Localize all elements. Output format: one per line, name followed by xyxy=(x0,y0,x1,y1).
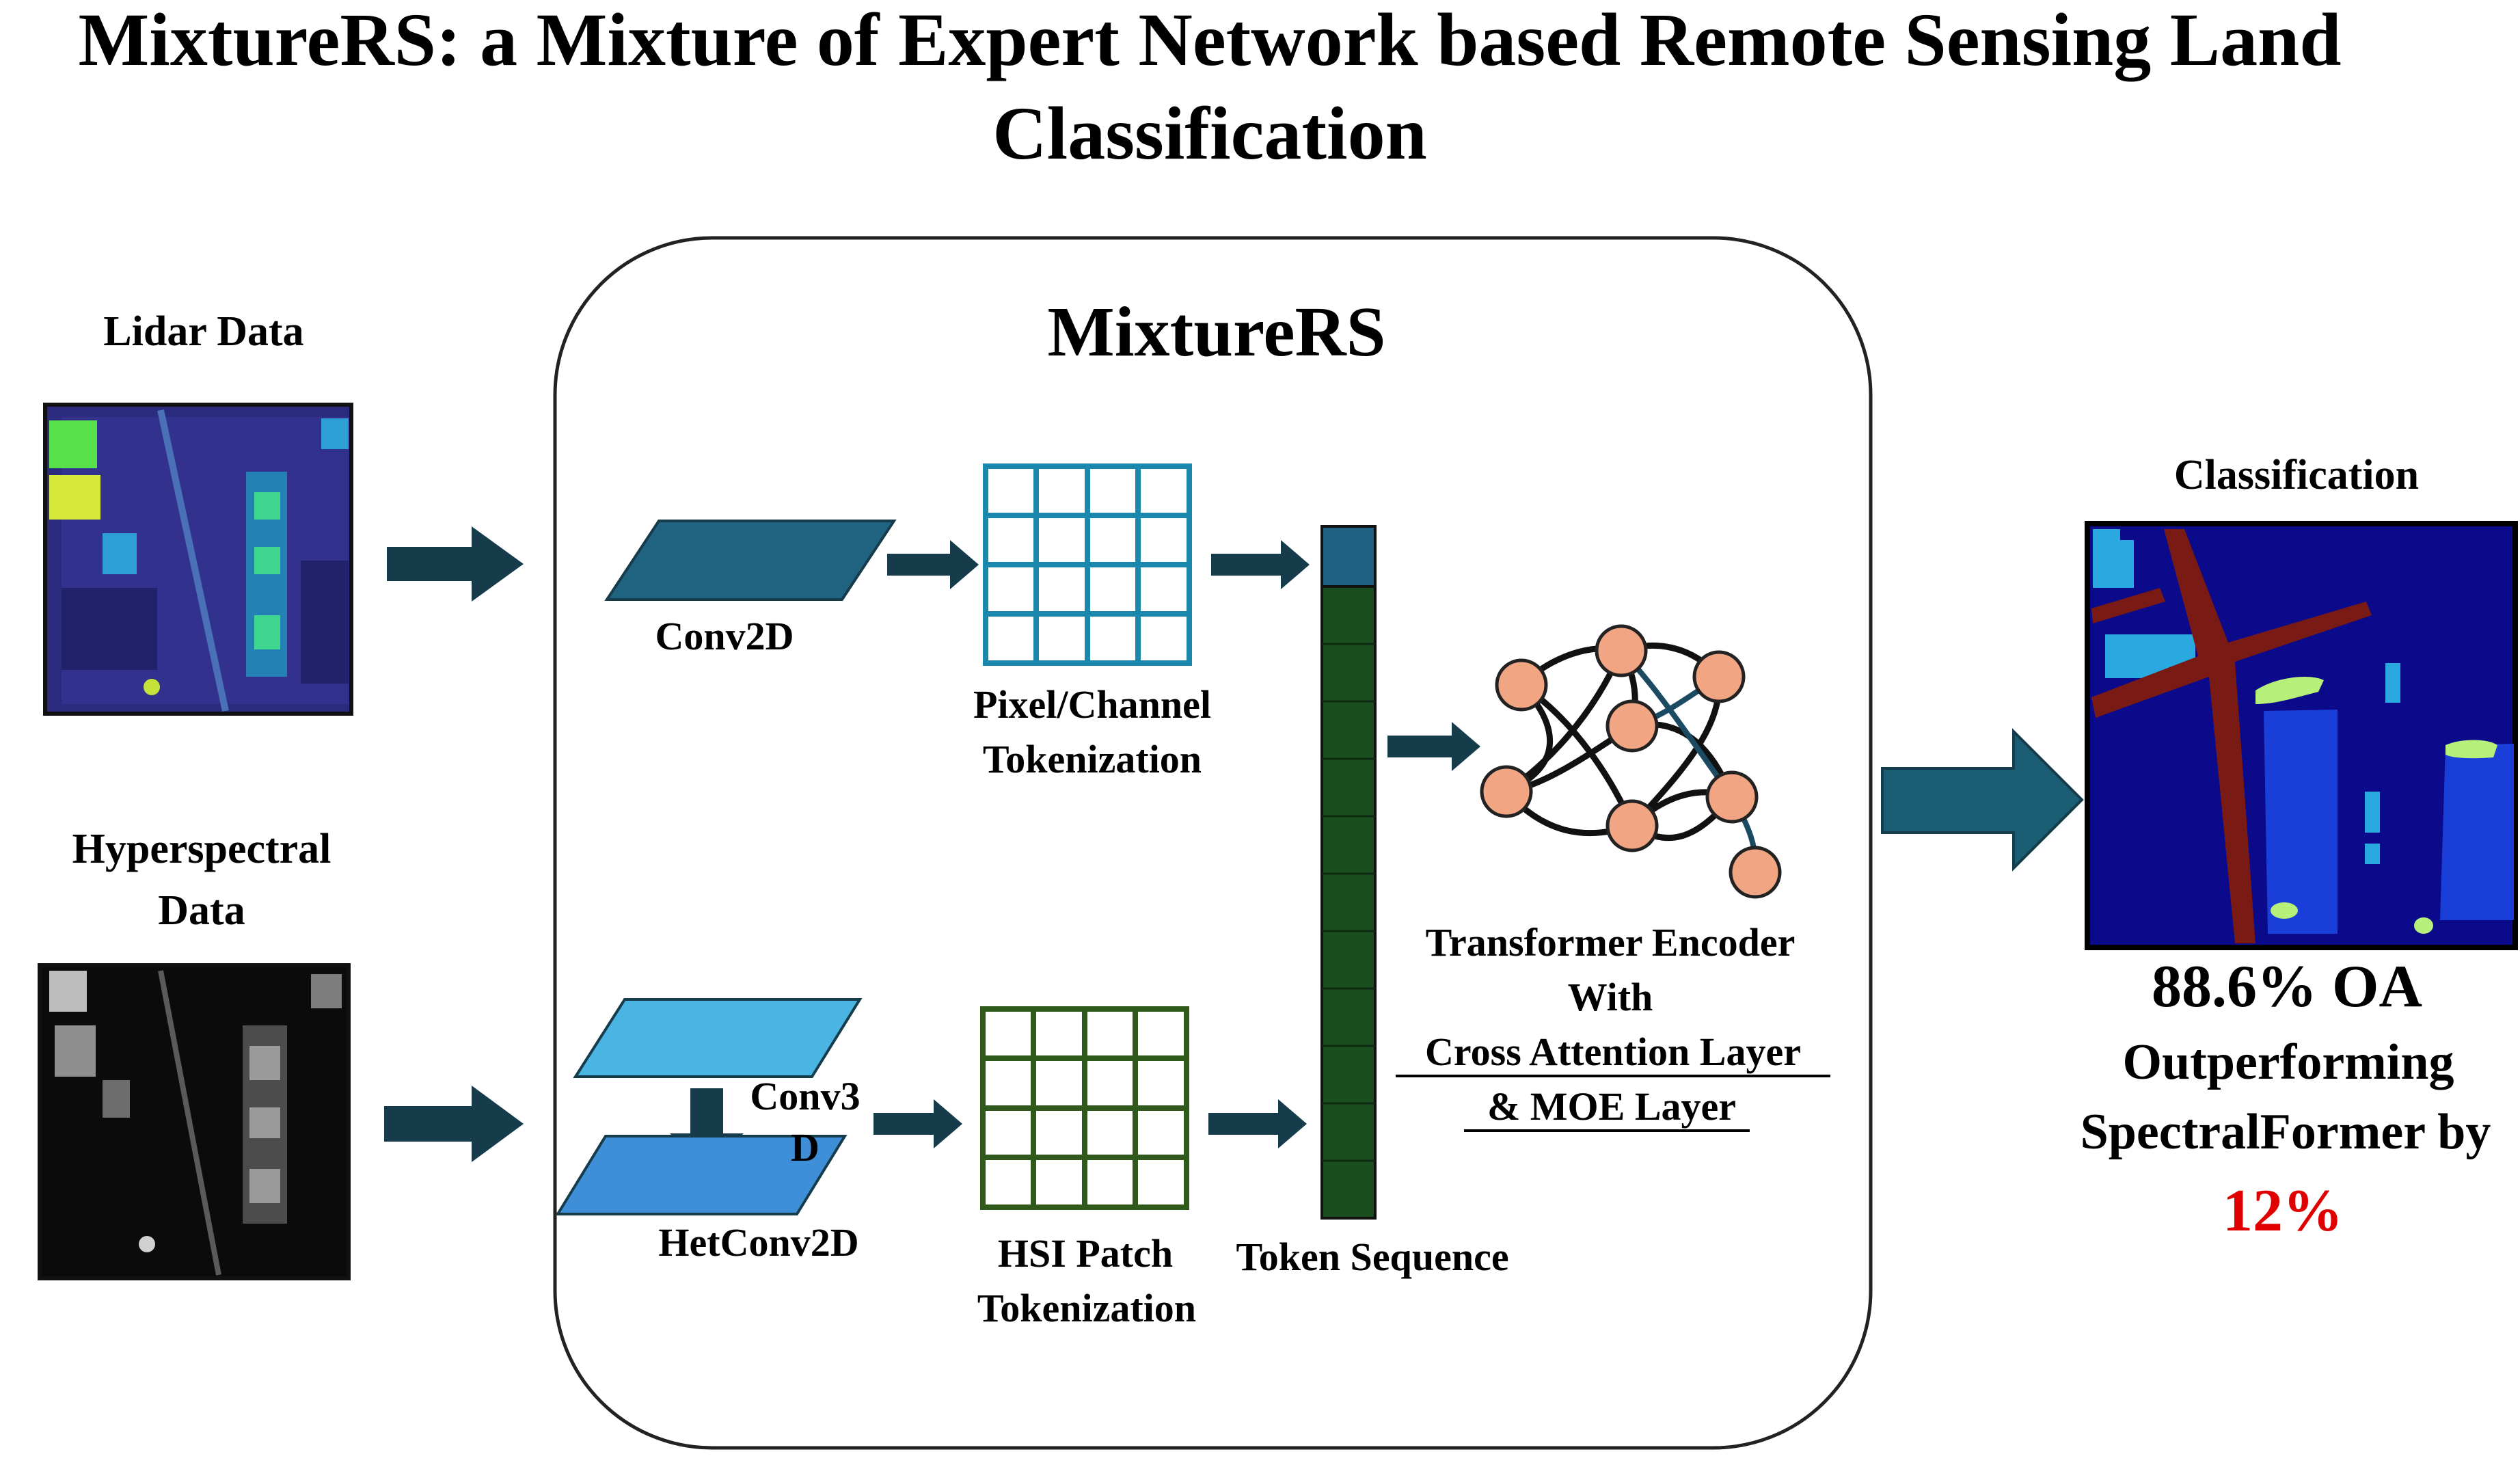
conv3d-block xyxy=(573,998,863,1078)
hetconv-block xyxy=(555,1135,848,1215)
hetconv-label: HetConv2D xyxy=(658,1220,858,1265)
outperform-line-2: SpectralFormer by xyxy=(2081,1104,2491,1160)
encoder-arrow xyxy=(1387,722,1480,771)
model-title: MixtureRS xyxy=(1048,293,1386,371)
lidar-arrow xyxy=(387,526,524,602)
encoder-label-line-4: & MOE Layer xyxy=(1487,1084,1736,1129)
hsi-token-label-line-1: HSI Patch xyxy=(998,1231,1173,1276)
hsi-arrow xyxy=(384,1086,524,1162)
conv2d-block xyxy=(604,520,897,601)
lidar-image xyxy=(43,403,353,716)
mixturers-container xyxy=(553,236,1873,1450)
title-line-2: Classification xyxy=(992,92,1427,175)
hsi-image xyxy=(38,963,351,1280)
token-sequence-bar xyxy=(1320,525,1377,1220)
hsi-token-label-line-2: Tokenization xyxy=(977,1286,1196,1330)
lidar-label: Lidar Data xyxy=(103,308,303,355)
pixel-token-label-line-1: Pixel/Channel xyxy=(973,682,1211,727)
improvement-value: 12% xyxy=(2223,1178,2343,1244)
conv3d-label-line-2: D xyxy=(791,1125,819,1170)
pixel-token-grid xyxy=(983,463,1192,666)
hsi-label-line-2: Data xyxy=(158,887,245,934)
encoder-label-line-1: Transformer Encoder xyxy=(1426,920,1796,965)
encoder-label-line-2: With xyxy=(1568,975,1653,1019)
token-sequence-label: Token Sequence xyxy=(1236,1235,1508,1279)
classification-label: Classification xyxy=(2174,452,2419,498)
hsi-token-arrow xyxy=(1208,1099,1307,1148)
classification-map xyxy=(2085,521,2518,950)
outperform-line-1: Outperforming xyxy=(2122,1034,2454,1090)
conv2d-label: Conv2D xyxy=(655,614,794,658)
pixel-token-label-line-2: Tokenization xyxy=(983,737,1202,781)
conv2d-arrow xyxy=(887,540,979,589)
encoder-graph xyxy=(1480,624,1782,899)
pixel-token-arrow xyxy=(1211,540,1310,589)
encoder-label-line-3: Cross Attention Layer xyxy=(1425,1029,1801,1074)
hsi-token-grid xyxy=(980,1006,1189,1210)
hetconv-arrow xyxy=(873,1099,962,1148)
conv3d-label-line-1: Conv3 xyxy=(750,1074,860,1118)
classification-arrow xyxy=(1881,728,2084,872)
oa-result: 88.6% OA xyxy=(2152,954,2422,1020)
title-line-1: MixtureRS: a Mixture of Expert Network b… xyxy=(78,0,2341,81)
hsi-label-line-1: Hyperspectral xyxy=(72,826,331,872)
